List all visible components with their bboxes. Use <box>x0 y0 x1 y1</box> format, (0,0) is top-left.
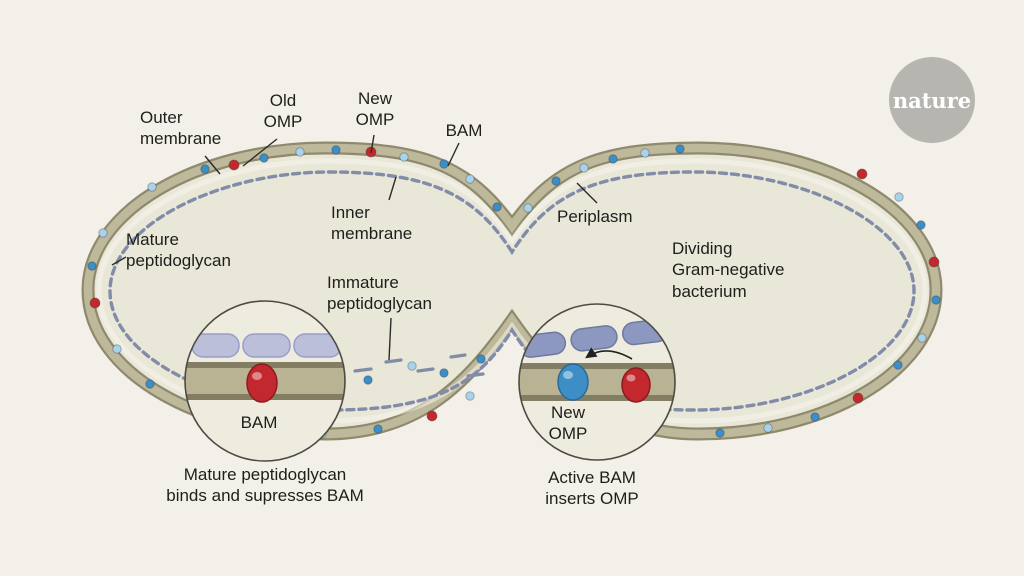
omp-dot-blue <box>439 159 449 169</box>
mature-peptidoglycan-block <box>191 333 240 358</box>
omp-dot-blue <box>492 202 502 212</box>
active-bam-highlight <box>626 374 636 382</box>
leader-immature-peptidoglycan <box>388 317 392 361</box>
leader-outer-membrane <box>204 155 221 175</box>
omp-dot-blue <box>331 145 341 155</box>
label-mature-peptidoglycan: Mature peptidoglycan <box>126 230 231 271</box>
omp-dot-blue <box>931 295 941 305</box>
omp-dot-blue <box>551 176 561 186</box>
omp-dot-blue <box>608 154 618 164</box>
omp-dot-lightblue <box>523 203 533 213</box>
leader-new-omp <box>370 134 375 154</box>
omp-dot-red <box>856 168 868 180</box>
omp-dot-blue <box>200 164 210 174</box>
nature-logo-text: nature <box>892 87 972 113</box>
omp-dot-red <box>928 256 940 268</box>
label-new-omp: New OMP <box>355 89 395 130</box>
mature-peptidoglycan-block <box>242 333 291 358</box>
immature-peptidoglycan-fragments <box>353 353 485 378</box>
omp-dot-red <box>228 159 240 171</box>
leader-inner-membrane <box>388 176 397 201</box>
omp-dot-blue <box>439 368 449 378</box>
omp-dot-lightblue <box>295 147 305 157</box>
inset-bam-suppressed <box>184 300 346 462</box>
leader-bam <box>447 142 460 167</box>
outer-membrane-band <box>83 143 941 439</box>
omp-dot-blue <box>87 261 97 271</box>
new-omp-molecule <box>557 363 589 401</box>
omp-dot-blue <box>893 360 903 370</box>
omp-dot-lightblue <box>917 333 927 343</box>
leader-mature-peptidoglycan <box>111 256 127 266</box>
active-bam-molecule <box>621 367 651 403</box>
leader-periplasm <box>576 182 598 204</box>
omp-dot-lightblue <box>465 391 475 401</box>
cell-inner-highlight <box>96 158 928 424</box>
omp-dot-lightblue <box>763 423 773 433</box>
omp-dot-blue <box>363 375 373 385</box>
inset-right-ring <box>518 303 676 461</box>
inset-bam-active <box>518 303 676 461</box>
inset-right-molecule-label: New OMP <box>548 403 588 444</box>
leader-old-omp <box>242 138 278 167</box>
label-old-omp: Old OMP <box>263 91 303 132</box>
leader-lines <box>111 134 598 361</box>
label-outer-membrane: Outer membrane <box>140 108 222 149</box>
omp-dot-lightblue <box>407 361 417 371</box>
omp-dot-red <box>852 392 864 404</box>
omp-dot-lightblue <box>147 182 157 192</box>
label-periplasm: Periplasm <box>557 207 633 226</box>
omp-dot-lightblue <box>399 152 409 162</box>
omp-dot-lightblue <box>465 174 475 184</box>
caption-inset-right: Active BAM inserts OMP <box>545 468 639 509</box>
omp-particles <box>87 144 941 439</box>
omp-dot-blue <box>373 424 383 434</box>
omp-dot-blue <box>916 220 926 230</box>
label-bam: BAM <box>445 121 483 140</box>
omp-dot-blue <box>715 428 725 438</box>
omp-dot-blue <box>810 412 820 422</box>
inner-membrane-dashed <box>108 170 916 412</box>
bam-molecule <box>246 363 278 403</box>
bam-highlight <box>252 372 262 380</box>
caption-inset-left: Mature peptidoglycan binds and supresses… <box>166 465 364 506</box>
omp-dot-lightblue <box>112 344 122 354</box>
new-omp-highlight <box>563 371 573 379</box>
inset-left-ring <box>184 300 346 462</box>
label-immature-peptidoglycan: Immature peptidoglycan <box>327 273 432 314</box>
omp-dot-lightblue <box>640 148 650 158</box>
omp-dot-red <box>426 410 438 422</box>
omp-dot-blue <box>259 153 269 163</box>
omp-dot-blue <box>675 144 685 154</box>
label-inner-membrane: Inner membrane <box>331 203 413 244</box>
omp-dot-blue <box>476 354 486 364</box>
inset-left-molecule-label: BAM <box>240 413 278 432</box>
omp-dot-lightblue <box>894 192 904 202</box>
omp-dot-blue <box>145 379 155 389</box>
nature-logo: nature <box>889 57 975 143</box>
inset-right-membrane <box>519 369 675 395</box>
insertion-arrow <box>585 347 633 360</box>
label-dividing-cell: Dividing Gram-negative bacterium <box>672 239 785 301</box>
omp-dot-lightblue <box>98 228 108 238</box>
omp-dot-lightblue <box>579 163 589 173</box>
omp-dot-red <box>89 297 101 309</box>
